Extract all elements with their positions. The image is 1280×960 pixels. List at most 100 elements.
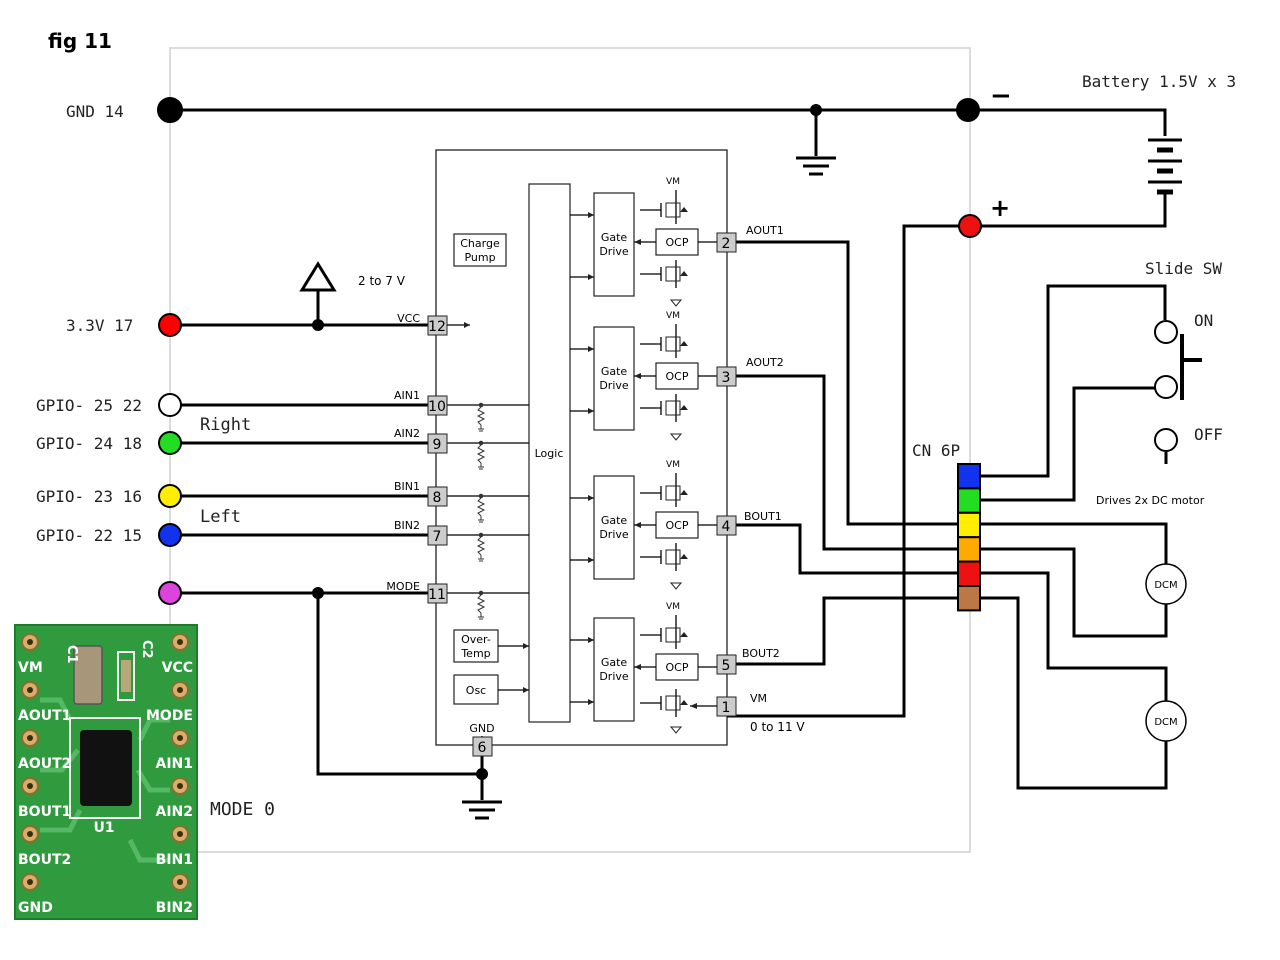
switch-common-terminal	[1154, 375, 1178, 399]
gpio23-pin-label: GPIO- 23 16	[36, 487, 142, 506]
bout1-pin-number: 4	[722, 519, 731, 535]
connector-slot-3	[957, 511, 981, 539]
bin2-pin-number: 7	[433, 529, 442, 545]
gpio23-pin-dot	[158, 484, 182, 508]
power-pin-label: 3.3V 17	[66, 316, 133, 335]
motor-1-label: DCM	[1154, 580, 1177, 591]
board-label-right: AIN1	[155, 756, 193, 772]
gate-drive-label: Drive	[599, 528, 629, 541]
gnd-pin-dot	[157, 97, 183, 123]
board-c2-label: C2	[139, 640, 154, 659]
hbridge-channels: GateDriveOCPVMGateDriveOCPVMGateDriveOCP…	[570, 177, 717, 734]
vm-label: VM	[666, 602, 680, 612]
supply-symbol	[299, 261, 337, 292]
gpio22-pin-dot	[158, 523, 182, 547]
ocp-label: OCP	[666, 236, 689, 249]
ain2-pin-name: AIN2	[394, 427, 420, 440]
ain1-pin-name: AIN1	[394, 389, 420, 402]
mode-setting-label: MODE 0	[210, 799, 275, 820]
battery-label: Battery 1.5V x 3	[1082, 72, 1236, 91]
battery-plus-sign: +	[990, 194, 1010, 222]
overtemp-line1: Over-	[461, 633, 491, 646]
switch-off-label: OFF	[1194, 425, 1223, 444]
connector-slot-6	[957, 585, 981, 612]
switch-title: Slide SW	[1145, 259, 1222, 278]
gate-drive-label: Drive	[599, 245, 629, 258]
bin2-pin-name: BIN2	[394, 519, 420, 532]
gnd-pin-number: 6	[478, 740, 487, 756]
aout1-pin-name: AOUT1	[746, 224, 784, 237]
board-label-left: VM	[18, 660, 43, 676]
connector-slot-5	[957, 560, 981, 587]
board-label-left: BOUT1	[18, 804, 71, 820]
vm-range-label: 0 to 11 V	[750, 720, 805, 734]
bout1-pin-name: BOUT1	[744, 510, 782, 523]
board-label-right: MODE	[146, 708, 193, 724]
board-label-left: AOUT1	[18, 708, 71, 724]
switch-off-terminal	[1154, 428, 1178, 452]
gnd-pin-name: GND	[469, 722, 494, 735]
board-photo: U1 C1 C2	[14, 624, 198, 920]
right-motor-label: Right	[200, 415, 251, 435]
vcc-pin-name: VCC	[397, 312, 420, 325]
vcc-pin-number: 12	[428, 319, 446, 335]
ocp-label: OCP	[666, 519, 689, 532]
gpio24-pin-dot	[158, 431, 182, 455]
power-pin-dot	[158, 313, 182, 337]
motor-1: DCM	[1145, 563, 1187, 605]
bout2-pin-number: 5	[722, 658, 731, 674]
gpio22-pin-label: GPIO- 22 15	[36, 526, 142, 545]
charge-pump-line2: Pump	[464, 251, 495, 264]
vm-label: VM	[666, 177, 680, 187]
bin1-pin-number: 8	[433, 490, 442, 506]
gate-drive-label: Gate	[601, 656, 628, 669]
gate-drive-label: Gate	[601, 365, 628, 378]
aout2-pin-number: 3	[722, 370, 731, 386]
board-c1-label: C1	[64, 645, 79, 664]
logic-label: Logic	[535, 447, 564, 460]
pulldown-resistors	[476, 402, 486, 620]
motors-caption: Drives 2x DC motor	[1096, 494, 1205, 507]
connector-slot-4	[957, 536, 981, 563]
ain1-pin-number: 10	[428, 399, 446, 415]
chip-right-pins: 2 AOUT1 3 AOUT2 4 BOUT1 5 BOUT2 1 VM 0 t…	[690, 224, 805, 734]
main-wires	[170, 108, 1168, 820]
board-label-left: BOUT2	[18, 852, 71, 868]
connector-title: CN 6P	[912, 441, 960, 460]
ocp-label: OCP	[666, 370, 689, 383]
gate-drive-label: Gate	[601, 231, 628, 244]
board-label-right: BIN2	[156, 900, 193, 916]
driver-ic-block: Charge Pump Logic Over- Temp Osc	[435, 149, 728, 746]
overtemp-line2: Temp	[460, 647, 490, 660]
board-u1-label: U1	[93, 820, 114, 836]
vcc-range-label: 2 to 7 V	[358, 274, 406, 288]
figure-label: fig 11	[48, 29, 112, 53]
left-motor-label: Left	[200, 507, 241, 527]
vm-pin-number: 1	[722, 700, 731, 716]
motor-2-label: DCM	[1154, 717, 1177, 728]
ocp-label: OCP	[666, 661, 689, 674]
board-label-right: VCC	[162, 660, 193, 676]
bin1-pin-name: BIN1	[394, 480, 420, 493]
battery-symbol	[1148, 138, 1182, 195]
battery-minus-terminal	[956, 98, 980, 122]
board-label-right: BIN1	[156, 852, 193, 868]
charge-pump-line1: Charge	[460, 237, 500, 250]
gate-drive-label: Gate	[601, 514, 628, 527]
battery-minus-sign: −	[990, 81, 1012, 111]
switch-on-label: ON	[1194, 311, 1213, 330]
motor-2: DCM	[1145, 700, 1187, 742]
chip-left-pins: 12 VCC 10 AIN1 9 AIN2 8 BIN1 7 BIN2 11 M…	[386, 312, 495, 757]
mode-pin-name: MODE	[386, 580, 420, 593]
mode-pin-number: 11	[428, 587, 446, 603]
gate-drive-label: Drive	[599, 670, 629, 683]
gpio25-pin-label: GPIO- 25 22	[36, 396, 142, 415]
board-label-left: GND	[18, 900, 53, 916]
osc-label: Osc	[466, 684, 486, 697]
